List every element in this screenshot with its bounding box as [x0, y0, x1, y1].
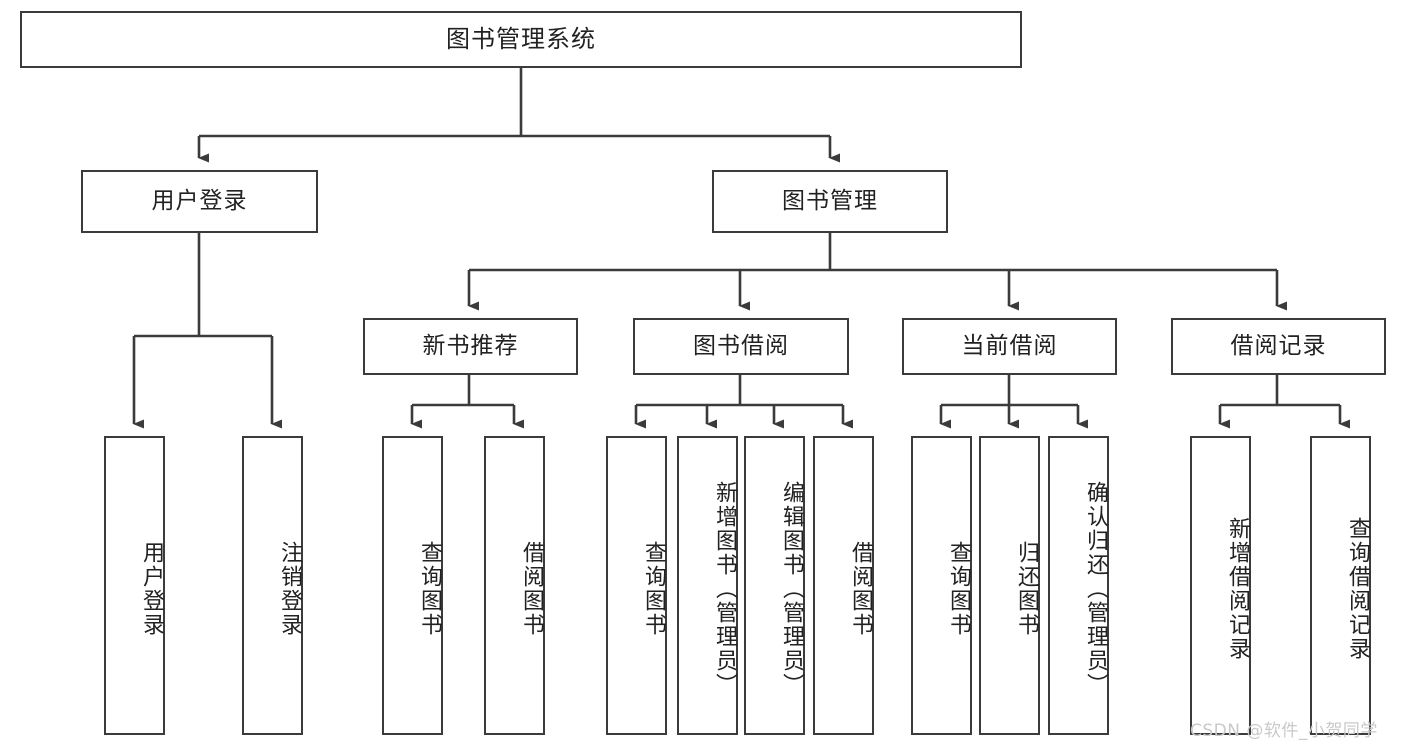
- node-label: 用户登录: [139, 540, 164, 637]
- node-label: 新增图书（管理员）: [712, 480, 737, 697]
- node-label: 借阅图书: [848, 540, 873, 637]
- leaf-logout[interactable]: 注销登录: [242, 436, 303, 735]
- node-current-borrow[interactable]: 当前借阅: [902, 318, 1117, 375]
- node-label: 查询图书: [417, 540, 442, 637]
- node-label: 借阅记录: [1230, 332, 1327, 359]
- node-new-book-rec[interactable]: 新书推荐: [363, 318, 578, 375]
- node-label: 图书管理: [782, 187, 878, 214]
- node-label: 图书借阅: [693, 332, 789, 359]
- node-label: 新书推荐: [422, 332, 519, 359]
- node-label: 查询借阅记录: [1345, 516, 1370, 661]
- leaf-borrow-book-1[interactable]: 借阅图书: [484, 436, 545, 735]
- node-label: 借阅图书: [519, 540, 544, 637]
- leaf-query-book-3[interactable]: 查询图书: [911, 436, 972, 735]
- node-borrow-record[interactable]: 借阅记录: [1171, 318, 1386, 375]
- node-root-system[interactable]: 图书管理系统: [20, 11, 1022, 68]
- leaf-query-book-1[interactable]: 查询图书: [382, 436, 443, 735]
- leaf-add-book[interactable]: 新增图书（管理员）: [677, 436, 738, 735]
- node-label: 图书管理系统: [446, 25, 596, 54]
- node-label: 查询图书: [946, 540, 971, 637]
- leaf-borrow-book-2[interactable]: 借阅图书: [813, 436, 874, 735]
- leaf-edit-book[interactable]: 编辑图书（管理员）: [744, 436, 805, 735]
- leaf-add-record[interactable]: 新增借阅记录: [1190, 436, 1251, 735]
- node-label: 用户登录: [151, 187, 248, 214]
- node-book-borrow[interactable]: 图书借阅: [633, 318, 849, 375]
- node-label: 查询图书: [641, 540, 666, 637]
- leaf-user-login[interactable]: 用户登录: [104, 436, 165, 735]
- node-book-manage[interactable]: 图书管理: [712, 170, 948, 233]
- node-label: 归还图书: [1014, 540, 1039, 637]
- leaf-query-book-2[interactable]: 查询图书: [606, 436, 667, 735]
- node-user-login[interactable]: 用户登录: [81, 170, 318, 233]
- leaf-confirm-return[interactable]: 确认归还（管理员）: [1048, 436, 1109, 735]
- node-label: 注销登录: [277, 540, 302, 637]
- leaf-return-book[interactable]: 归还图书: [979, 436, 1040, 735]
- node-label: 当前借阅: [961, 332, 1058, 359]
- csdn-watermark: CSDN @软件_小贺同学: [1190, 721, 1378, 741]
- node-label: 确认归还（管理员）: [1083, 480, 1108, 697]
- node-label: 新增借阅记录: [1225, 516, 1250, 661]
- node-label: 编辑图书（管理员）: [779, 480, 804, 697]
- leaf-query-record[interactable]: 查询借阅记录: [1310, 436, 1371, 735]
